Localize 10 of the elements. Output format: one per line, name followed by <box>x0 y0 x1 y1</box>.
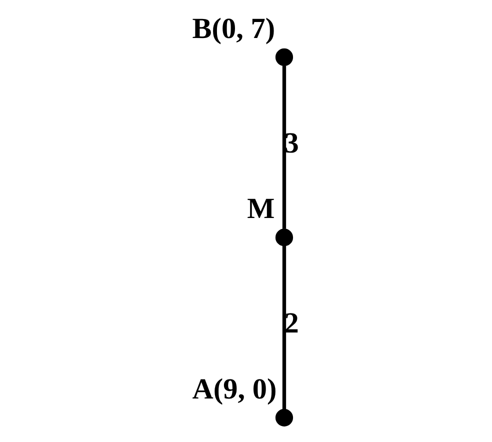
node-circle <box>274 228 293 246</box>
connector <box>282 246 286 410</box>
connector <box>282 66 286 229</box>
node-circle <box>274 408 293 426</box>
edge-label: 2 <box>284 308 298 340</box>
node-circle <box>274 48 293 66</box>
node-label: B(0, 7) <box>192 13 275 45</box>
node-label: A(9, 0) <box>192 373 276 406</box>
edge-label: 3 <box>284 127 298 160</box>
node-label: M <box>246 193 274 226</box>
